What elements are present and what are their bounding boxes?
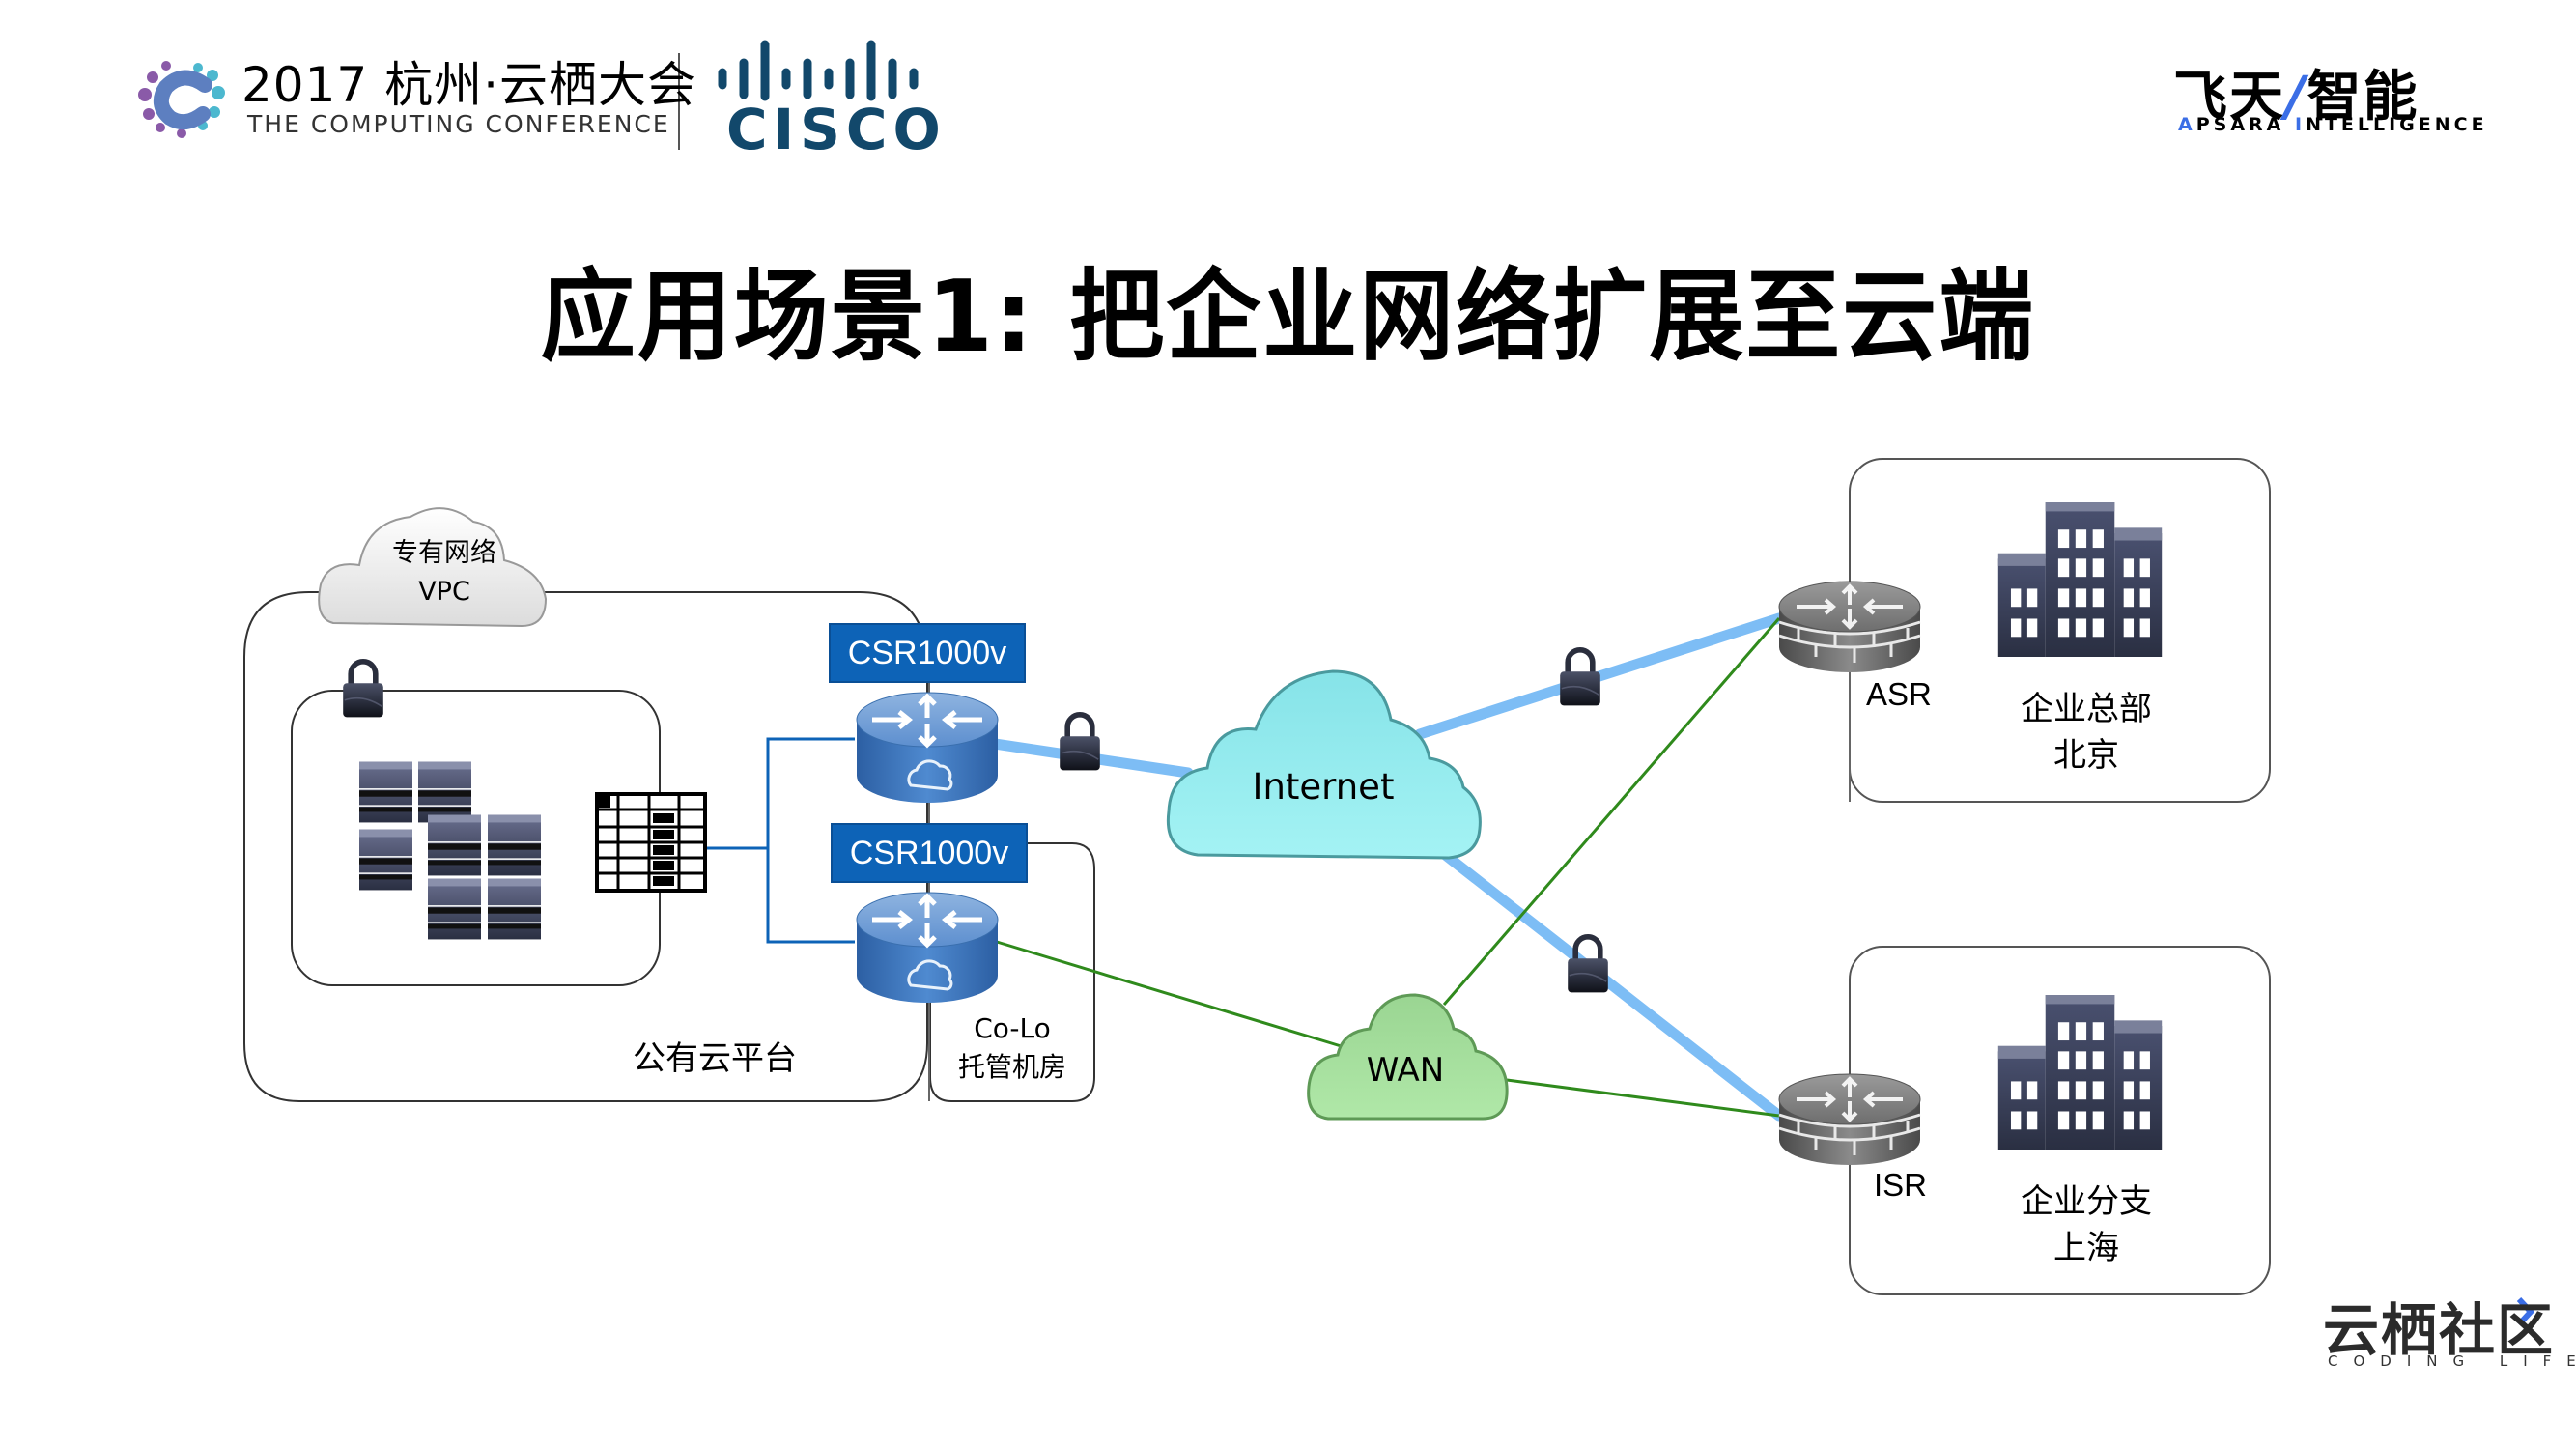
hq-site-city: 北京 [2053,736,2119,775]
wan-label: WAN [1366,1051,1445,1090]
hq-site-label: 企业总部 北京 [1970,686,2202,779]
vpc-label-en: VPC [418,577,470,607]
lock-icon [1060,715,1100,771]
hq-site-name: 企业总部 [2021,690,2152,728]
branch-site-name: 企业分支 [2021,1182,2152,1221]
cisco-logo-text: CISCO [726,97,947,162]
lock-icon [1568,937,1608,993]
apsara-logo-cn: 飞天/智能 [2173,53,2419,131]
colo-label-en: Co-Lo [974,1012,1051,1044]
isr-firewall-router-icon[interactable] [1777,1072,1922,1167]
branch-site-label: 企业分支 上海 [1970,1179,2202,1271]
apsara-logo-en: APSARA INTELLIGENCE [2178,114,2488,135]
wan-links [996,617,1781,1118]
asr-firewall-router-icon[interactable] [1777,580,1922,674]
conference-title: 2017 杭州·云栖大会 [241,57,697,113]
branch-building-icon [1997,995,2163,1150]
colo-label-cn: 托管机房 [957,1051,1066,1083]
apsara-logo-slash: / [2285,66,2307,128]
lock-icon [1560,650,1600,706]
internet-label: Internet [1252,766,1395,808]
server-rack-icon [359,760,541,941]
wan-cloud-icon [1307,993,1509,1121]
community-logo-accent-icon [2516,1296,2535,1327]
branch-site-city: 上海 [2053,1229,2119,1267]
csr-router-1-icon[interactable] [857,693,998,803]
public-cloud-label: 公有云平台 [633,1039,797,1078]
csr-router-2-icon[interactable] [857,893,998,1003]
vpc-cloud-label: 专有网络 VPC [382,534,507,611]
apsara-letter-i: I [2294,114,2307,135]
apsara-logo-part1: 飞天 [2173,66,2285,128]
conference-subtitle: THE COMPUTING CONFERENCE [247,110,670,138]
internet-cloud-icon [1166,669,1482,860]
cisco-bars-icon [718,40,919,101]
lock-icon [343,662,383,718]
hq-building-icon [1997,502,2163,657]
slide-title: 应用场景1: 把企业网络扩展至云端 [540,259,2036,376]
apsara-word-rest: PSARA [2195,114,2295,135]
apsara-letter-a: A [2178,114,2196,135]
public-cloud-container [243,591,928,1102]
community-logo-en: CODING LIFE [2328,1352,2576,1370]
community-logo-cn: 云栖社区 [2323,1297,2556,1363]
colo-container [929,842,1095,1102]
asr-label: ASR [1866,676,1932,712]
csr-label-1[interactable]: CSR1000v [829,623,1026,683]
firewall-table-icon [595,792,707,893]
vpc-label-cn: 专有网络 [392,538,496,568]
conference-logo-icon [138,61,225,138]
csr-label-2[interactable]: CSR1000v [831,823,1028,883]
isr-label: ISR [1874,1167,1928,1203]
colo-label: Co-Lo 托管机房 [930,1009,1094,1087]
apsara-logo-part2: 智能 [2307,66,2420,128]
vpc-cloud-icon [318,507,548,628]
intelligence-word-rest: NTELLIGENCE [2306,114,2488,135]
